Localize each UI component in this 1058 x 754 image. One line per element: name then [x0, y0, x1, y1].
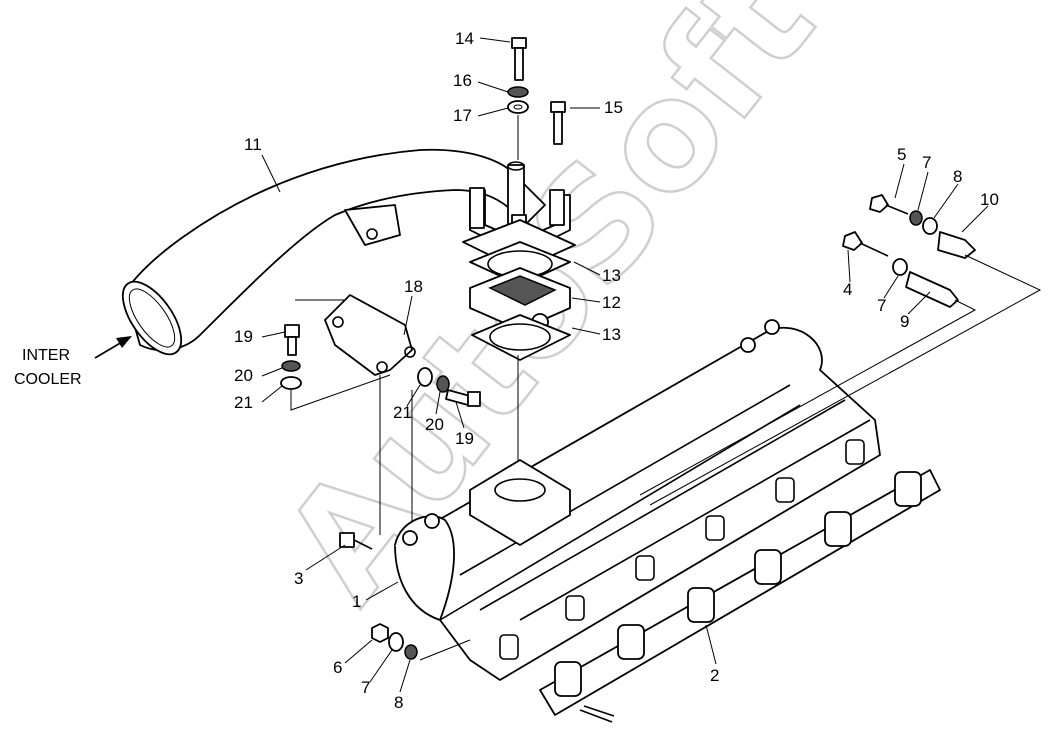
washer-21-left [280, 376, 302, 390]
callout-19-right: 19 [455, 429, 474, 448]
washer-7-right-lower [892, 258, 908, 276]
callout-2: 2 [710, 666, 719, 685]
callout-12: 12 [602, 293, 621, 312]
callout-7-top: 7 [922, 153, 931, 172]
washer-16 [507, 86, 529, 98]
washer-17 [507, 100, 529, 114]
callout-18: 18 [404, 277, 423, 296]
callout-3: 3 [294, 569, 303, 588]
nut-6 [371, 623, 389, 643]
bolt-15 [550, 101, 566, 145]
washer-20-left [281, 360, 301, 372]
bolt-3 [339, 532, 373, 550]
washer-20-right [436, 375, 450, 393]
inter-cooler-label-line1: INTER [22, 347, 70, 364]
callout-9: 9 [900, 312, 909, 331]
callout-1: 1 [352, 592, 361, 611]
callout-17: 17 [453, 106, 472, 125]
callout-19-left: 19 [234, 327, 253, 346]
callout-5: 5 [897, 145, 906, 164]
sleeve-9 [905, 271, 959, 308]
washer-7-right [909, 210, 923, 226]
bolt-5 [869, 194, 909, 215]
callout-20-right: 20 [425, 415, 444, 434]
stud [579, 705, 615, 723]
callout-21-right: 21 [393, 403, 412, 422]
callout-10: 10 [980, 190, 999, 209]
manifold-gasket [539, 469, 941, 716]
callouts: 14 16 17 15 11 13 12 13 18 19 20 21 21 2… [234, 29, 999, 712]
inter-cooler-arrow-head [116, 336, 132, 348]
callout-15: 15 [604, 98, 623, 117]
bolt-4 [842, 231, 889, 257]
washer-8-bottom [404, 644, 418, 660]
bracket [295, 294, 416, 535]
callout-6: 6 [333, 658, 342, 677]
callout-13-lower: 13 [602, 325, 621, 344]
intake-manifold [394, 319, 881, 681]
callout-20-left: 20 [234, 366, 253, 385]
washer-7-bottom [388, 632, 404, 652]
callout-4: 4 [843, 280, 852, 299]
washer-8-right [922, 217, 938, 235]
callout-8-bottom: 8 [394, 693, 403, 712]
callout-14: 14 [455, 29, 474, 48]
inter-cooler-label-line2: COOLER [14, 371, 82, 388]
callout-7-bottom: 7 [361, 678, 370, 697]
intercooler-pipe [121, 148, 546, 356]
leader-lines [261, 37, 989, 693]
bolt-19-right [445, 389, 481, 407]
bolt-14 [511, 37, 527, 81]
bolt-19-left [284, 324, 300, 356]
washer-21-right [417, 367, 433, 387]
callout-11: 11 [244, 135, 262, 154]
callout-13-upper: 13 [602, 266, 621, 285]
callout-7-mid: 7 [877, 296, 886, 315]
gasket-lower [471, 314, 571, 361]
inter-cooler-arrow [94, 341, 123, 359]
callout-21-left: 21 [234, 393, 253, 412]
callout-16: 16 [453, 71, 472, 90]
callout-8-top: 8 [953, 167, 962, 186]
sleeve-10 [937, 231, 976, 259]
